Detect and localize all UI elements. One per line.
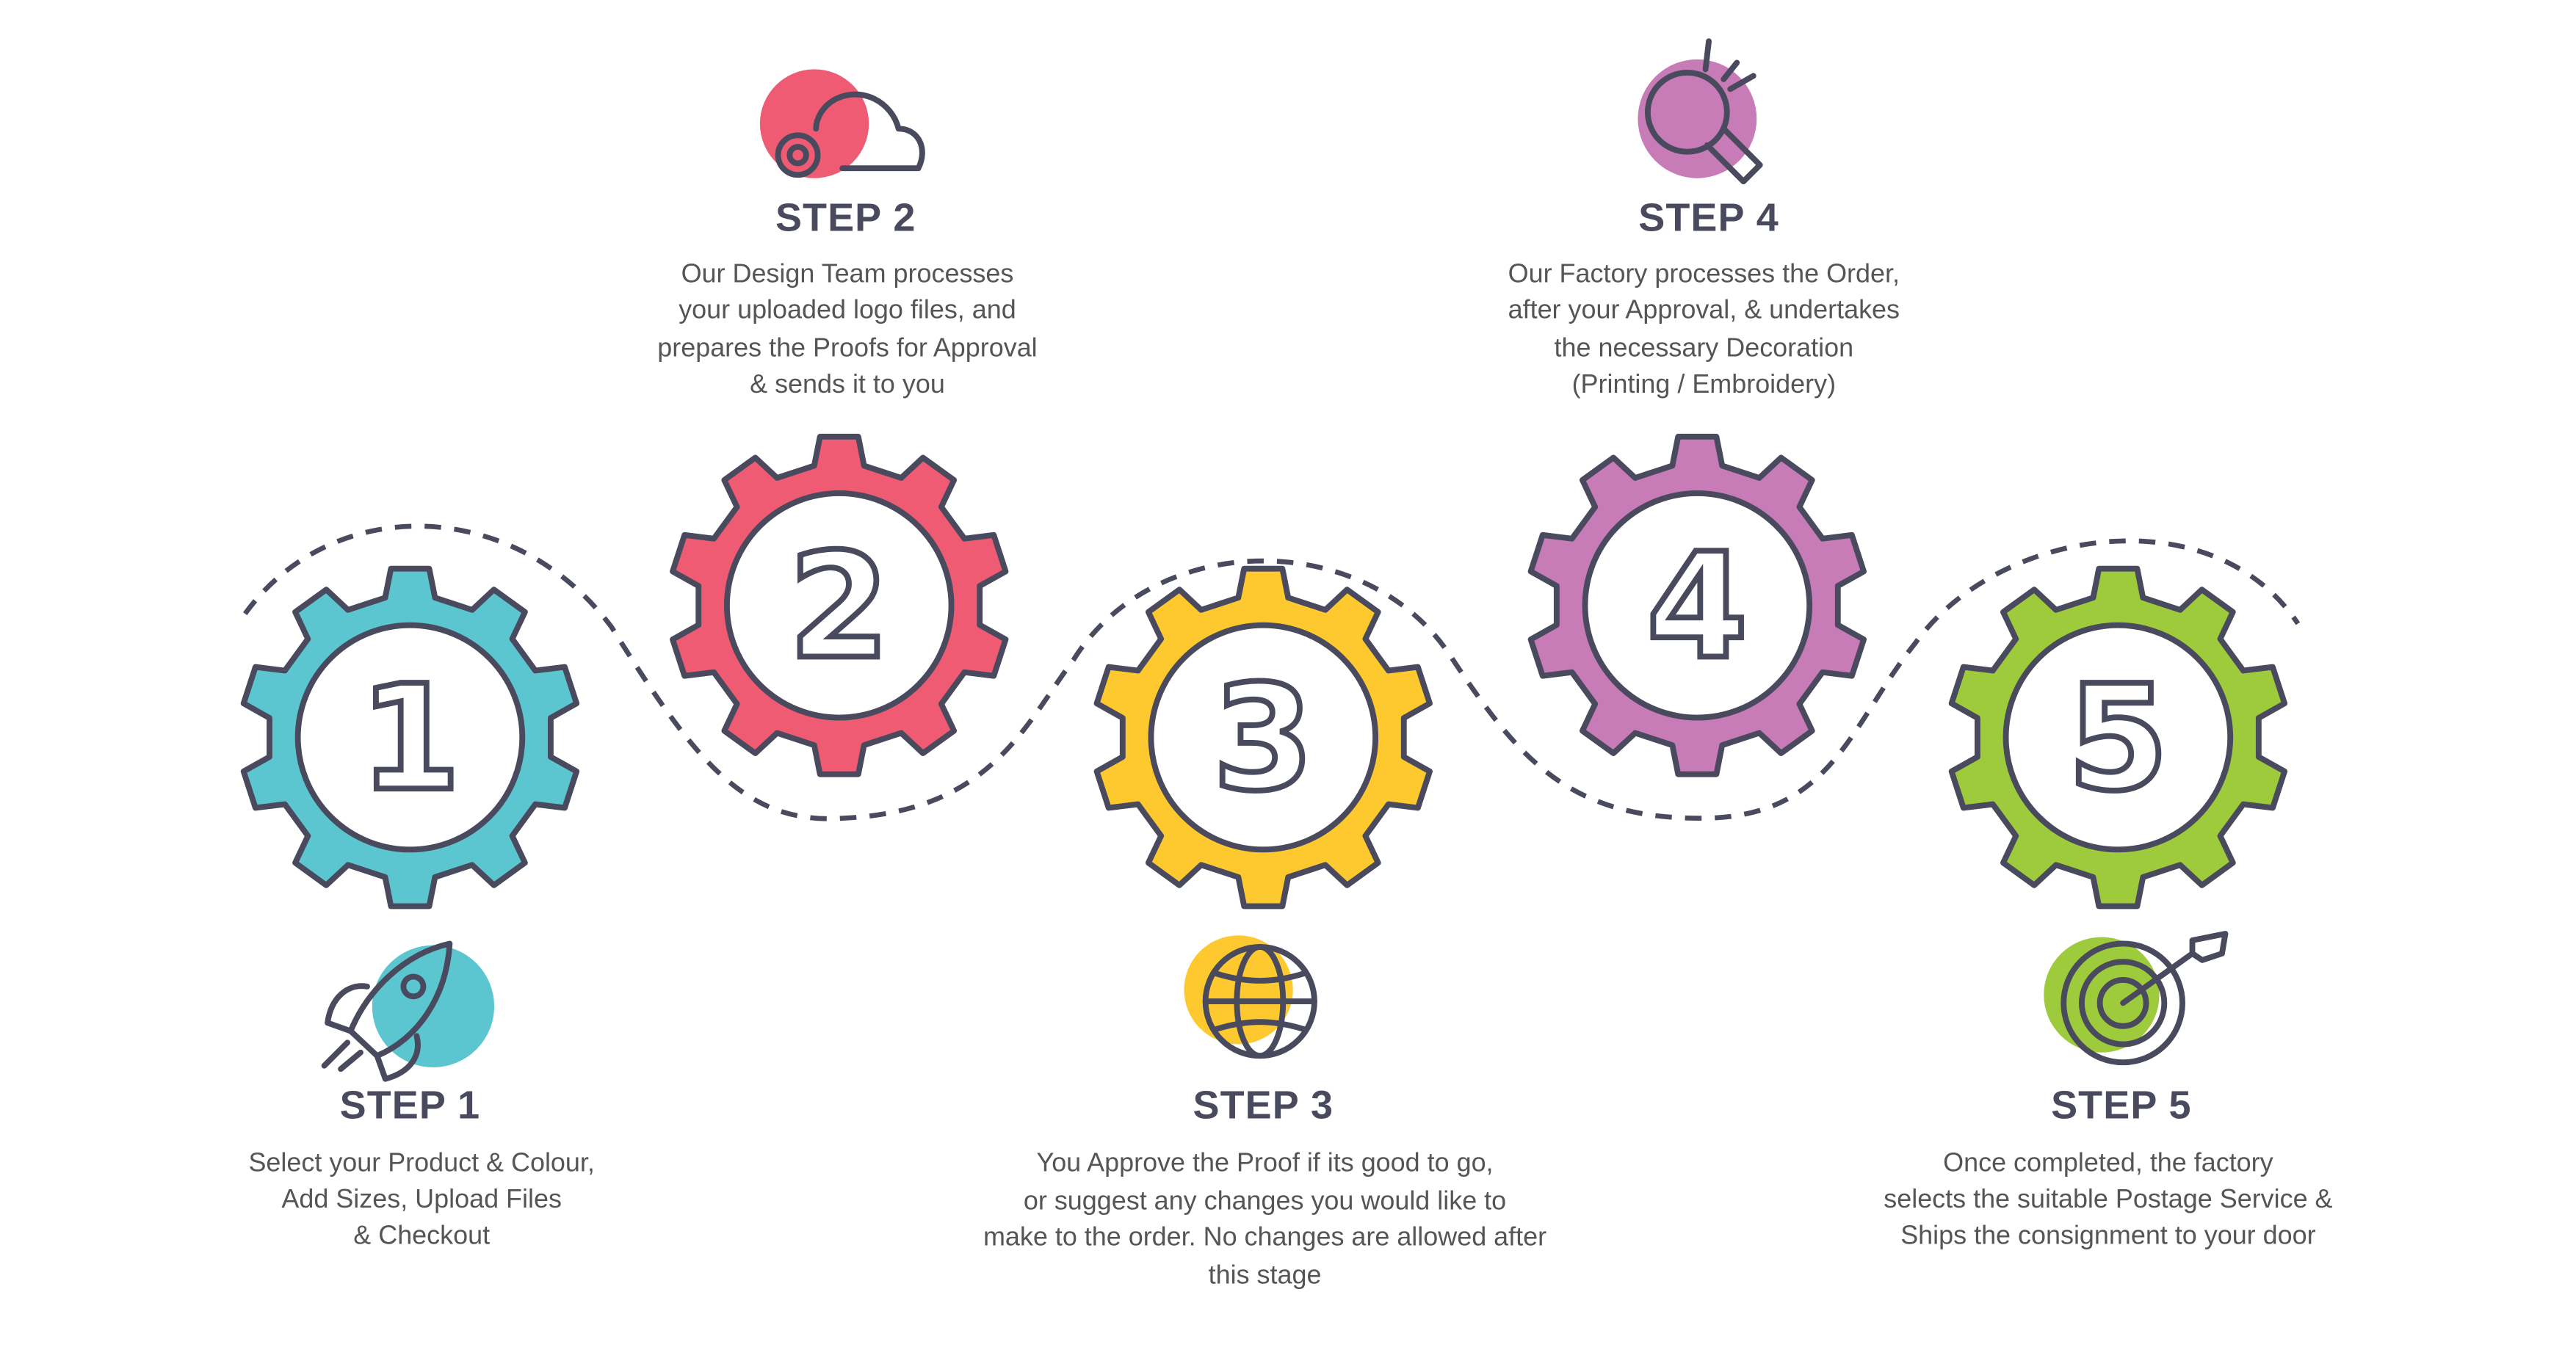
step-description-line: & sends it to you [750,369,945,399]
step-4-text: STEP 4 Our Factory processes the Order, … [1508,196,1900,399]
step-description-line: your uploaded logo files, and [679,294,1016,324]
gear-center [1582,490,1813,721]
step-description-line: Our Factory processes the Order, [1508,258,1900,288]
step-description-line: make to the order. No changes are allowe… [983,1222,1546,1252]
step-2-text: STEP 2 Our Design Team processes your up… [657,196,1037,399]
step-description-line: selects the suitable Postage Service & [1884,1183,2332,1213]
step-5-text: STEP 5 Once completed, the factory selec… [1884,1084,2332,1250]
gear-center [2002,622,2234,853]
gear-center [723,490,955,721]
cloud-gear-icon [759,69,925,178]
lightbulb-icon [1638,38,1763,185]
step-number: 2 [789,521,890,691]
step-description-line: Add Sizes, Upload Files [281,1183,562,1213]
step-number: 1 [360,653,461,823]
step-description-line: this stage [1209,1259,1322,1289]
step-description-line: You Approve the Proof if its good to go, [1037,1147,1494,1177]
step-3-text: STEP 3 You Approve the Proof if its good… [983,1084,1546,1290]
step-title: STEP 3 [1193,1084,1334,1128]
step-title: STEP 4 [1638,196,1779,240]
step-title: STEP 5 [2051,1084,2192,1128]
step-description-line: & Checkout [353,1219,490,1249]
step-number: 4 [1647,521,1748,691]
gear-step-3: 3 [1093,565,1433,910]
step-1-text: STEP 1 Select your Product & Colour, Add… [248,1084,594,1250]
gear-center [294,622,526,853]
step-description-line: after your Approval, & undertakes [1508,294,1900,324]
step-description-line: Select your Product & Colour, [248,1147,594,1177]
step-description-line: or suggest any changes you would like to [1024,1185,1506,1215]
gear-step-1: 1 [240,565,580,910]
step-number: 3 [1212,653,1314,823]
step-description-line: Our Design Team processes [681,258,1014,288]
target-icon [2044,931,2229,1066]
step-description-line: (Printing / Embroidery) [1572,369,1836,399]
gear-step-2: 2 [670,433,1009,777]
gear-step-4: 4 [1527,433,1867,777]
step-description-line: Once completed, the factory [1943,1147,2273,1177]
step-description-line: prepares the Proofs for Approval [657,332,1037,362]
dashed-path [242,523,2301,821]
step-title: STEP 1 [340,1084,481,1128]
gear-step-5: 5 [1948,565,2288,910]
gear-center [1148,622,1379,853]
step-title: STEP 2 [775,196,916,240]
rocket-icon [321,940,495,1082]
globe-icon [1184,935,1317,1059]
step-description-line: Ships the consignment to your door [1900,1219,2315,1249]
step-number: 5 [2068,653,2169,823]
step-description-line: the necessary Decoration [1555,332,1854,362]
